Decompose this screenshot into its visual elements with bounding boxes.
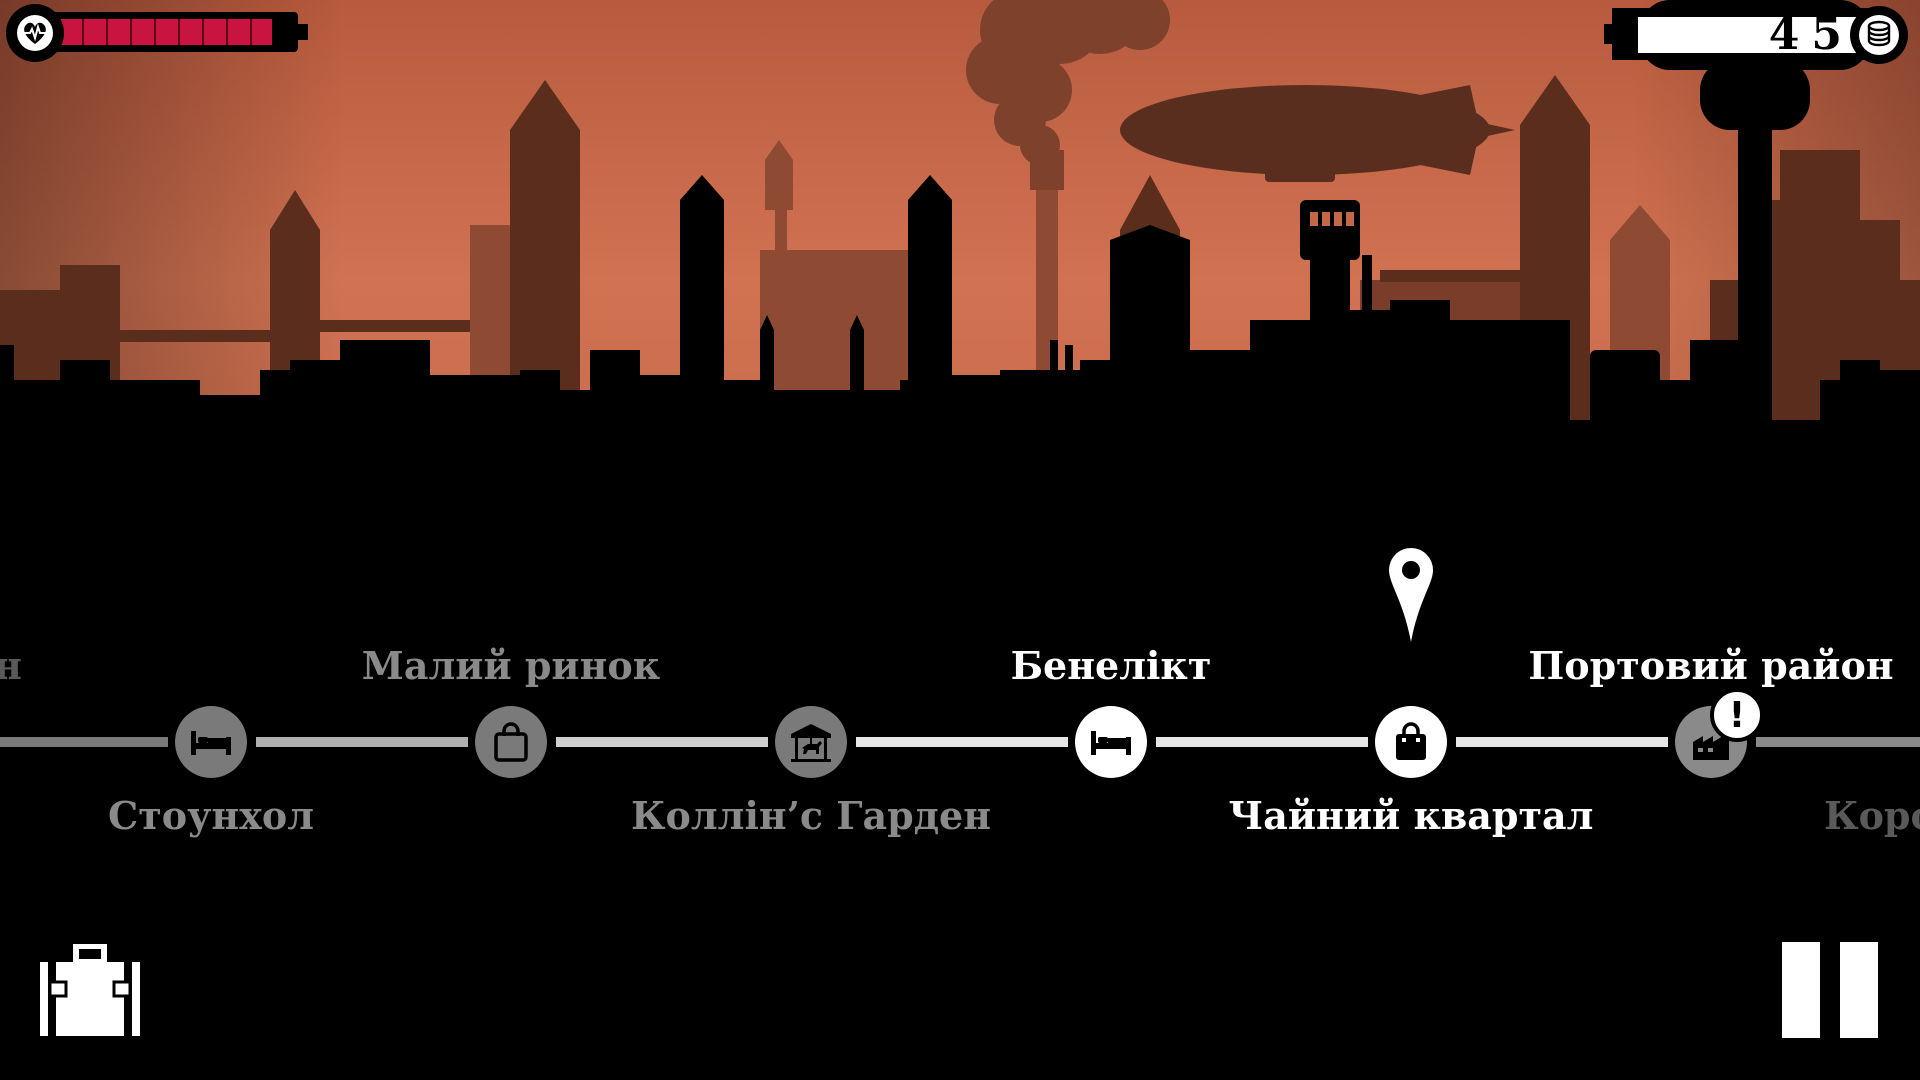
coin-frame: 45 <box>1604 8 1874 60</box>
suitcase-icon <box>40 943 140 1036</box>
inventory-button[interactable] <box>40 943 140 1038</box>
heart-pulse-icon <box>6 4 64 62</box>
pause-icon <box>1782 942 1820 1038</box>
shopping-bag-icon <box>494 722 528 762</box>
shopping-bag-icon <box>1396 722 1426 760</box>
bed-icon <box>1091 731 1131 755</box>
factory-icon <box>1693 728 1729 760</box>
station-malyi-rynok[interactable] <box>475 706 547 778</box>
station-chainyi-kvartal[interactable] <box>1375 706 1447 778</box>
health-fill <box>60 19 272 45</box>
health-bar <box>6 4 308 62</box>
station-benelikt[interactable] <box>1075 706 1147 778</box>
bed-icon <box>191 731 231 755</box>
coin-amount: 45 <box>1638 13 1866 57</box>
station-portovyi-raion[interactable] <box>1675 706 1747 778</box>
coin-counter: 45 <box>1604 4 1920 66</box>
station-collins-garden[interactable] <box>775 706 847 778</box>
carousel-icon <box>791 724 831 762</box>
station-stounhol[interactable] <box>175 706 247 778</box>
health-frame <box>50 12 308 52</box>
coin-stack-icon <box>1850 6 1908 64</box>
pause-icon <box>1840 942 1878 1038</box>
pause-button[interactable] <box>1782 942 1878 1038</box>
